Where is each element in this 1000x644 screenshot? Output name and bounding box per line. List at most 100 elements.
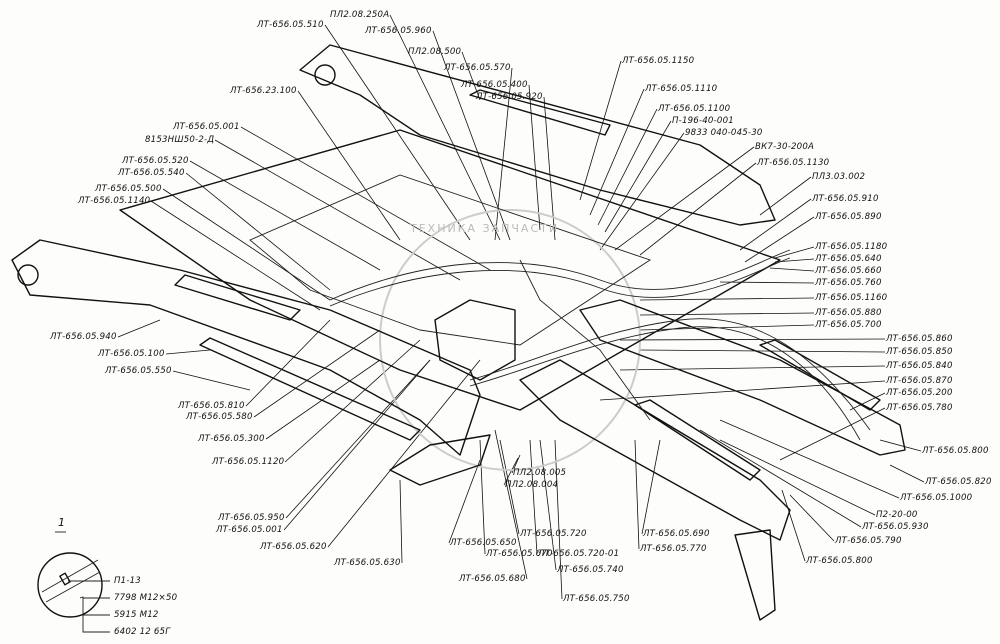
part-callout-label: ЛТ-656.05.690 — [643, 529, 710, 539]
inset-label: 6402 12 65Г — [114, 627, 171, 637]
leader-line — [399, 479, 403, 564]
watermark-text: ТЕХНИКА ЗАПЧАСТИ — [410, 222, 560, 235]
part-callout-label: ПЛ3.03.002 — [812, 172, 866, 182]
leader-line — [639, 312, 815, 316]
boom-pin — [314, 64, 336, 86]
leader-line — [614, 146, 755, 251]
leader-line — [849, 392, 886, 411]
inset-title: 1 — [58, 516, 66, 529]
part-callout-label: ЛТ-656.05.870 — [886, 376, 953, 386]
left-bracket — [434, 299, 516, 381]
part-callout-label: ЛТ-656.05.770 — [640, 544, 707, 554]
leader-line — [589, 88, 645, 216]
inset-label: П1-13 — [114, 576, 141, 586]
leader-line — [599, 132, 685, 251]
part-callout-label: ЛТ-656.05.720-01 — [538, 549, 620, 559]
part-callout-label: ЛТ-656.05.100 — [98, 349, 165, 359]
hose-5 — [519, 259, 651, 421]
part-callout-label: ЛТ-656.05.750 — [563, 594, 630, 604]
part-callout-label: ПЛ2.08.500 — [408, 47, 462, 57]
inset-pipe-b — [45, 571, 101, 603]
inset-leader-bracket — [79, 596, 110, 633]
part-callout-label: ЛТ-656.05.500 — [95, 184, 162, 194]
upper-boom — [299, 44, 776, 226]
leader-line — [543, 96, 556, 241]
part-callout-label: ЛТ-656.05.580 — [186, 412, 253, 422]
leader-line — [619, 338, 886, 341]
right-arm-upper — [579, 299, 906, 456]
leader-line — [789, 494, 835, 542]
left-arm-pin — [17, 264, 39, 286]
part-callout-label: ПЛ2.08.005 — [513, 468, 567, 478]
top-cylinder — [469, 89, 611, 136]
leader-line — [597, 108, 658, 226]
part-callout-label: ЛТ-656.05.920 — [476, 92, 543, 102]
leader-line — [639, 162, 757, 256]
part-callout-label: ЛТ-656.05.400 — [461, 80, 528, 90]
part-callout-label: ЛТ-656.05.860 — [886, 334, 953, 344]
part-callout-label: ЛТ-656.05.1110 — [645, 84, 718, 94]
part-callout-label: ЛТ-656.05.740 — [557, 565, 624, 575]
part-callout-label: ЛТ-656.05.720 — [520, 529, 587, 539]
leader-line — [189, 160, 381, 271]
inner-frame — [249, 174, 652, 346]
part-callout-label: ЛТ-656.05.810 — [178, 401, 245, 411]
main-frame — [119, 129, 781, 411]
part-callout-label: ЛТ-656.05.790 — [835, 536, 902, 546]
leader-line — [889, 464, 925, 483]
hose-1 — [329, 249, 791, 301]
leader-line — [529, 439, 538, 555]
leader-line — [494, 429, 528, 580]
part-callout-label: ЛТ-656.05.540 — [118, 168, 185, 178]
part-callout-label: ЛТ-656.05.640 — [815, 254, 882, 264]
inset-pipe-a — [41, 559, 99, 593]
leader-line — [779, 407, 886, 461]
leader-line — [283, 359, 431, 531]
leader-line — [744, 216, 815, 263]
hose-4 — [469, 326, 861, 441]
part-callout-label: ЛТ-656.05.1000 — [900, 493, 973, 503]
leader-line — [162, 188, 331, 301]
leader-line — [324, 24, 471, 241]
left-cylinder — [174, 274, 301, 321]
part-callout-label: ЛТ-656.05.800 — [806, 556, 873, 566]
leader-line — [699, 429, 862, 528]
leader-line — [172, 370, 251, 391]
part-callout-label: ЛТ-656.05.1180 — [815, 242, 888, 252]
part-callout-label: 9833 040-045-30 — [685, 128, 763, 138]
leader-line — [150, 200, 321, 311]
part-callout-label: ЛТ-656.05.940 — [50, 332, 117, 342]
part-callout-label: П2-20-00 — [876, 510, 918, 520]
leader-line — [297, 90, 401, 241]
part-callout-label: ЛТ-656.05.930 — [862, 522, 929, 532]
part-callout-label: ЛТ-656.05.1150 — [622, 56, 695, 66]
part-callout-label: ЛТ-656.05.300 — [198, 434, 265, 444]
right-lower-cylinder — [634, 399, 761, 481]
leader-line — [432, 30, 511, 241]
hose-3 — [469, 318, 871, 431]
part-callout-label: ЛТ-656.05.880 — [815, 308, 882, 318]
right-cylinder — [759, 339, 881, 411]
leader-line — [448, 459, 481, 544]
leader-line — [774, 246, 815, 259]
leader-line — [245, 319, 331, 407]
part-callout-label: ЛТ-656.05.1160 — [815, 293, 888, 303]
part-callout-label: ЛТ-656.05.570 — [444, 63, 511, 73]
blade-tooth — [734, 529, 776, 621]
leader-line — [327, 359, 481, 548]
lower-cylinder — [199, 337, 421, 441]
part-callout-label: ЛТ-656.05.510 — [257, 20, 324, 30]
leader-line — [240, 126, 491, 271]
part-callout-label: ВК7-30-200А — [755, 142, 815, 152]
leader-line — [539, 439, 557, 571]
leader-line — [619, 365, 886, 371]
inset-label: 5915 М12 — [114, 610, 159, 620]
hose-2 — [329, 257, 791, 307]
leader-line — [214, 139, 461, 281]
leader-lines — [117, 14, 925, 600]
left-arm — [11, 239, 481, 456]
leader-line — [719, 439, 876, 516]
leader-line — [769, 267, 815, 272]
